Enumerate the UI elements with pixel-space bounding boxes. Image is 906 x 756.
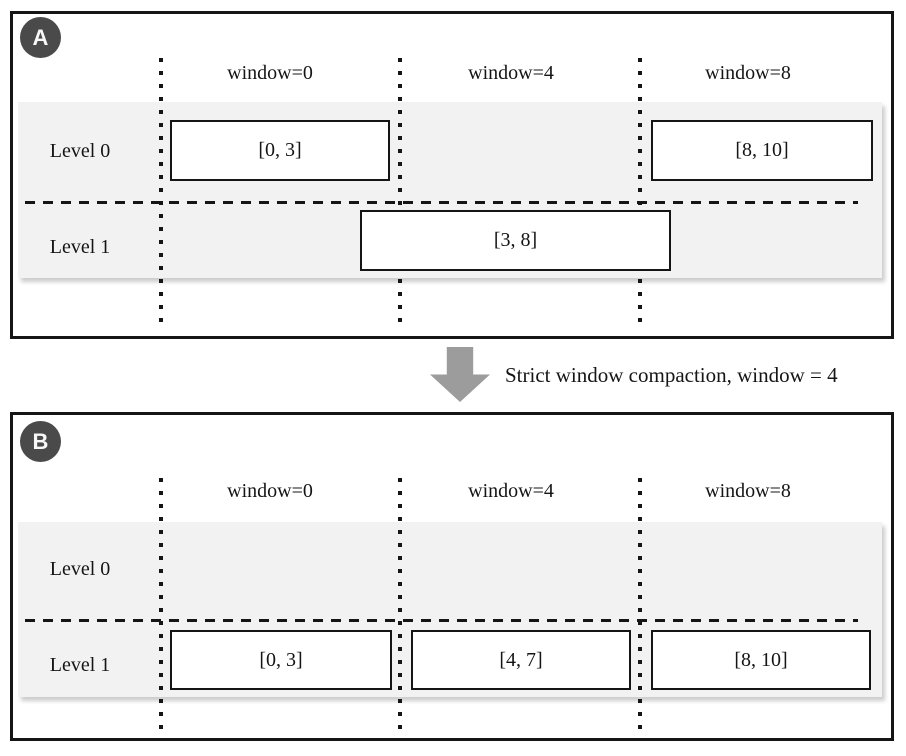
- column-header-window-8: window=8: [705, 480, 791, 502]
- level-divider-dashed-line: [25, 201, 858, 204]
- column-header-window-0: window=0: [227, 480, 313, 502]
- column-header-window-4: window=4: [468, 480, 554, 502]
- row-label-level-0: Level 0: [49, 558, 111, 580]
- window-boundary-line-4: [398, 58, 402, 322]
- range-box-b-8-10: [8, 10]: [651, 630, 871, 690]
- column-header-window-4: window=4: [468, 62, 554, 84]
- column-header-window-8: window=8: [705, 62, 791, 84]
- window-boundary-line-0: [159, 58, 163, 322]
- range-box-b-0-3: [0, 3]: [170, 630, 392, 690]
- panel-b: B window=0 window=4 window=8 Level 0 Lev…: [10, 412, 894, 741]
- panel-a-badge: A: [20, 17, 61, 58]
- range-box-a-0-3: [0, 3]: [170, 120, 390, 181]
- range-box-a-8-10: [8, 10]: [651, 120, 873, 181]
- range-box-b-4-7: [4, 7]: [411, 630, 631, 690]
- column-header-window-0: window=0: [227, 62, 313, 84]
- window-boundary-line-4: [398, 478, 402, 736]
- panel-a: A window=0 window=4 window=8 Level 0 Lev…: [10, 11, 894, 339]
- transition-caption: Strict window compaction, window = 4: [505, 363, 838, 387]
- row-label-level-1: Level 1: [49, 236, 111, 258]
- panel-b-badge: B: [20, 421, 61, 462]
- window-boundary-line-8: [638, 478, 642, 736]
- row-label-level-0: Level 0: [49, 140, 111, 162]
- window-boundary-line-0: [159, 478, 163, 736]
- range-box-a-3-8: [3, 8]: [360, 210, 671, 271]
- down-arrow-icon: [430, 347, 490, 402]
- level-divider-dashed-line: [25, 619, 858, 622]
- row-label-level-1: Level 1: [49, 654, 111, 676]
- window-boundary-line-8: [638, 58, 642, 322]
